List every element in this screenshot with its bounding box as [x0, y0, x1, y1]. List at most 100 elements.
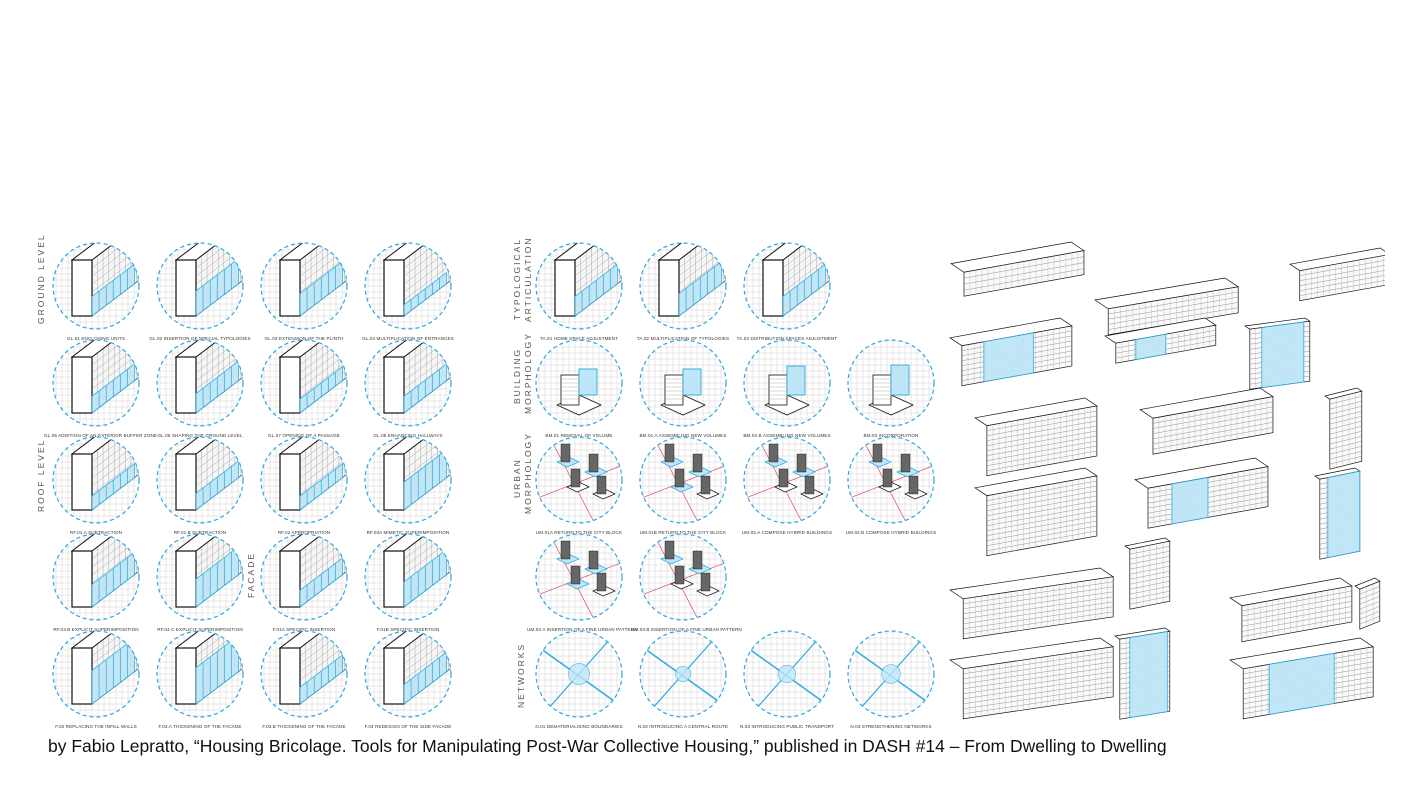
mid-panel-c16: [535, 630, 623, 718]
diagram-caption: N.01 DEMATERIALISING BOUNDARIES: [535, 724, 623, 729]
building-curve-1: [949, 567, 1115, 640]
mid-panel-c13: [639, 533, 727, 621]
section-label: MORPHOLOGY: [523, 332, 533, 414]
diagram-cell: F.04 REDESIGN OF THE SIDE FACADE: [356, 626, 460, 729]
diagram-caption: F.01B SPECIFIC INSERTION: [376, 627, 440, 632]
building-slab-10: [1229, 637, 1375, 720]
diagram-cell: GL.04 MULTIPLICATION OF ENTRANCES: [356, 238, 460, 341]
left-panel-c8: [52, 436, 140, 524]
building-slab-5: [974, 397, 1098, 477]
diagram-cell: BM.02.B ASSEMBLING NEW VOLUMES: [735, 335, 839, 438]
diagram-caption: F.04 REDESIGN OF THE SIDE FACADE: [364, 724, 452, 729]
diagram-cell: BM.01.A ASSEMBLING NEW VOLUMES: [631, 335, 735, 438]
mid-panel-c19: [847, 630, 935, 718]
diagram-caption: N.03 STRENGTHENING NETWORKS: [850, 724, 932, 729]
diagram-cell: RF.02 APPROPRIATION: [252, 432, 356, 535]
left-panel-c4: [52, 339, 140, 427]
diagram-caption: RF.01.B SUBTRACTION: [173, 530, 227, 535]
left-panel-c18: [260, 630, 348, 718]
diagram-cell: BM.01 REMOVAL OF VOLUME: [527, 335, 631, 438]
diagram-cell: N.02 INTRODUCING A CENTRAL ROUTE: [631, 626, 735, 729]
diagram-cell: UM.01A RETURN TO THE CITY BLOCK: [527, 432, 631, 535]
diagram-caption: F.01A SPECIFIC INSERTION: [272, 627, 336, 632]
diagram-cell: BM.03 INCORPORATION: [839, 335, 943, 438]
diagram-caption: UM.01B RETURN TO THE CITY BLOCK: [639, 530, 727, 535]
left-panel-c12: [52, 533, 140, 621]
diagram-caption: TA.02 MULTIPLICATION OF TYPOLOGIES: [636, 336, 730, 341]
diagram-cell: RF.03.B EXPLICIT SUPERIMPOSITION: [44, 529, 148, 632]
diagram-cell: TA.02 MULTIPLICATION OF TYPOLOGIES: [631, 238, 735, 341]
diagram-caption: RF.04.C EXPLICIT SUPERIMPOSITION: [157, 627, 243, 632]
left-panel-c14: [260, 533, 348, 621]
diagram-cell: F.02 REPLACING THE INFILL WALLS: [44, 626, 148, 729]
diagram-cell: F.03.A THICKENING OF THE FACADE: [148, 626, 252, 729]
diagram-cell: N.03 INTRODUCING PUBLIC TRANSPORT: [735, 626, 839, 729]
left-panel-c13: [156, 533, 244, 621]
section-label: NETWORKS: [516, 642, 526, 708]
diagram-caption: UM.03.B INSERTION OF A FINE URBAN PATTER…: [631, 627, 742, 632]
diagram-cell: GL.02 INSERTION OF SPECIAL TYPOLOGIES: [148, 238, 252, 341]
building-tower-2: [1324, 387, 1363, 470]
diagram-cell: F.01B SPECIFIC INSERTION: [356, 529, 460, 632]
section-label: URBAN: [512, 458, 522, 498]
diagram-cell: GL.01 ENCLOSING UNITS: [44, 238, 148, 341]
diagram-cell: TA.03 DISTRIBUTION SPACES ADJUSTMENT: [735, 238, 839, 341]
diagram-caption: N.02 INTRODUCING A CENTRAL ROUTE: [637, 724, 729, 729]
diagram-cell: RF.01.A SUBTRACTION: [44, 432, 148, 535]
diagram-cell: UM.03.A INSERTION OF A FINE URBAN PATTER…: [527, 529, 637, 632]
diagram-cell: RF.03A MIMETIC SUPERIMPOSITION: [356, 432, 460, 535]
axonometric-buildings: [949, 241, 1391, 720]
diagram-caption: UM.02.A COMPOSE HYBRID BUILDINGS: [741, 530, 833, 535]
building-slab-7: [974, 467, 1098, 557]
mid-panel-c9: [639, 436, 727, 524]
mid-panel-c1: [639, 242, 727, 330]
mid-panel-c0: [535, 242, 623, 330]
mid-panel-c7: [847, 339, 935, 427]
diagram-cell: UM.02.A COMPOSE HYBRID BUILDINGS: [735, 432, 839, 535]
left-panel-c9: [156, 436, 244, 524]
mid-panel-c2: [743, 242, 831, 330]
section-label: MORPHOLOGY: [523, 432, 533, 514]
diagram-caption: RF.02 APPROPRIATION: [277, 530, 331, 535]
left-panel-c11: [364, 436, 452, 524]
left-panel-c2: [260, 242, 348, 330]
building-tower-1: [1244, 317, 1311, 390]
diagram-caption: GL.05 ADDITION OF AN EXTERIOR BUFFER ZON…: [44, 433, 158, 438]
building-curve-2: [949, 637, 1115, 720]
building-tower-3: [1314, 467, 1361, 560]
diagram-caption: GL.08 ENHANCING HALLWAYS: [373, 433, 443, 438]
diagram-caption: RF.03.B EXPLICIT SUPERIMPOSITION: [53, 627, 139, 632]
diagram-caption: GL.04 MULTIPLICATION OF ENTRANCES: [362, 336, 454, 341]
figure-caption: by Fabio Lepratto, “Housing Bricolage. T…: [48, 736, 1167, 756]
section-label: FACADE: [246, 551, 256, 598]
section-label: GROUND LEVEL: [36, 233, 46, 324]
diagram-caption: RF.03A MIMETIC SUPERIMPOSITION: [366, 530, 450, 535]
diagram-caption: GL.03 EXTENSION OF THE PLINTH: [264, 336, 344, 341]
left-panel-c6: [260, 339, 348, 427]
diagram-cell: UM.02.B COMPOSE HYBRID BUILDINGS: [839, 432, 943, 535]
diagram-cell: GL.06 SHAPING THE GROUND LEVEL: [148, 335, 252, 438]
section-label: BUILDING: [512, 347, 522, 404]
left-panel-c17: [156, 630, 244, 718]
building-slab-4: [949, 317, 1073, 387]
building-slab-9: [1229, 577, 1353, 643]
left-panel-c19: [364, 630, 452, 718]
building-axonometry-panel: [945, 238, 1391, 733]
diagram-caption: UM.01A RETURN TO THE CITY BLOCK: [535, 530, 623, 535]
section-label: TYPOLOGICAL: [512, 238, 522, 320]
building-slab-8: [1134, 457, 1269, 529]
mid-panel-c8: [535, 436, 623, 524]
diagram-caption: F.02 REPLACING THE INFILL WALLS: [55, 724, 137, 729]
diagram-cell: TA.01 HOME SPACE ADJUSTMENT: [527, 238, 631, 341]
building-slab-1: [950, 241, 1085, 297]
left-panel-c5: [156, 339, 244, 427]
mid-panel-c4: [535, 339, 623, 427]
diagram-cell: GL.05 ADDITION OF AN EXTERIOR BUFFER ZON…: [44, 335, 158, 438]
mid-panel-c5: [639, 339, 727, 427]
building-slab-2: [1094, 277, 1240, 336]
diagram-caption: TA.01 HOME SPACE ADJUSTMENT: [539, 336, 619, 341]
left-panel-c7: [364, 339, 452, 427]
mid-panel-c18: [743, 630, 831, 718]
left-panel-c16: [52, 630, 140, 718]
mid-panel-c12: [535, 533, 623, 621]
